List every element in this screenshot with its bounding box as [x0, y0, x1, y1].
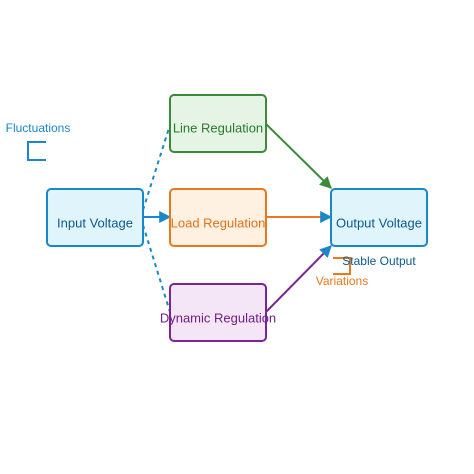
node-load-regulation-label: Load Regulation	[171, 216, 266, 231]
node-dynamic-regulation: Dynamic Regulation	[160, 283, 276, 342]
node-line-regulation-label: Line Regulation	[173, 121, 263, 136]
node-dynamic-regulation-label: Dynamic Regulation	[160, 311, 276, 326]
edge-input-to-line	[142, 124, 171, 211]
variations-label: Variations	[316, 274, 368, 288]
edge-line-to-output	[265, 123, 332, 189]
variations-bracket	[333, 257, 351, 275]
node-input-voltage: Input Voltage	[46, 188, 144, 247]
node-output-voltage-label: Output Voltage	[336, 216, 422, 231]
node-line-regulation: Line Regulation	[169, 94, 267, 153]
fluctuations-label: Fluctuations	[6, 121, 71, 135]
node-load-regulation: Load Regulation	[169, 188, 267, 247]
fluctuations-bracket	[27, 141, 46, 161]
node-input-voltage-label: Input Voltage	[57, 216, 133, 231]
edge-dynamic-to-output	[265, 245, 332, 313]
stable-output-label: Stable Output	[342, 254, 416, 268]
node-output-voltage: Output Voltage	[330, 188, 428, 247]
edge-input-to-dynamic	[142, 224, 171, 313]
